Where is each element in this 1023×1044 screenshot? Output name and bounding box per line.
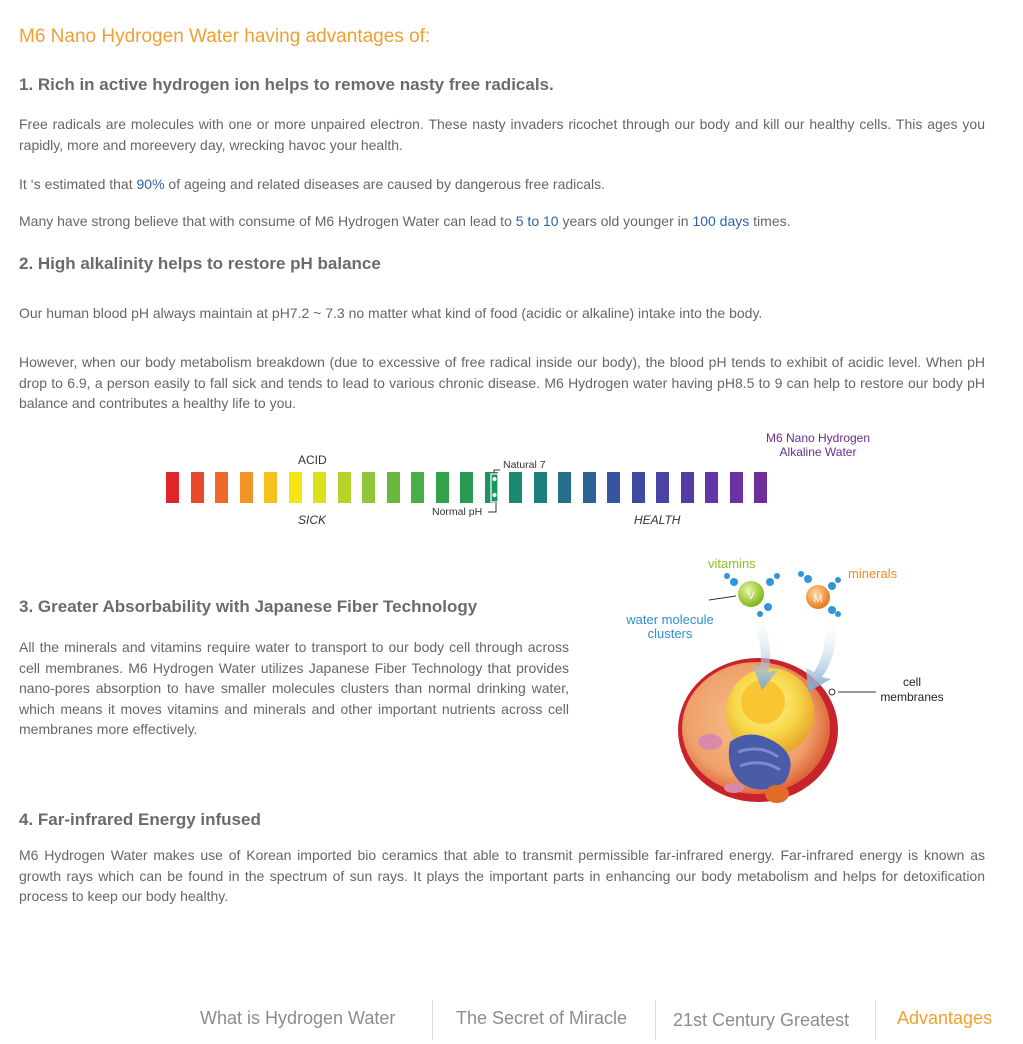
- mineral-symbol: M: [813, 593, 822, 605]
- ph-bar: [534, 472, 547, 503]
- absorption-arrow-right: [806, 617, 837, 692]
- ph-bar: [264, 472, 277, 503]
- text-fragment: times.: [749, 213, 791, 229]
- section-4-heading: 4. Far-infrared Energy infused: [19, 810, 261, 829]
- ph-bar: [289, 472, 302, 503]
- ph-marker-brackets: [488, 469, 500, 513]
- ph-bar: [460, 472, 473, 503]
- ph-bar: [240, 472, 253, 503]
- ph-bar: [215, 472, 228, 503]
- ph-bar: [362, 472, 375, 503]
- ph-bar: [411, 472, 424, 503]
- acid-label: ACID: [298, 453, 327, 467]
- ph-bar: [338, 472, 351, 503]
- sick-label: SICK: [298, 513, 327, 527]
- ph-bar: [191, 472, 204, 503]
- highlight-years: 5 to 10: [515, 213, 559, 229]
- ph-bar: [681, 472, 694, 503]
- section-1-paragraph-3: Many have strong believe that with consu…: [19, 211, 985, 232]
- cell-illustration: V M vitamins minerals water molecule clu…: [625, 556, 944, 803]
- water-clusters-label-1: water molecule: [625, 612, 713, 627]
- nav-what-is-hydrogen-water[interactable]: What is Hydrogen Water: [200, 1008, 396, 1028]
- mineral-molecule: [806, 585, 830, 609]
- m6-label-line-2: Alkaline Water: [779, 445, 857, 459]
- ph-bar: [387, 472, 400, 503]
- text-fragment: Many have strong believe that with consu…: [19, 213, 516, 229]
- m6-label-line-1: M6 Nano Hydrogen: [765, 431, 871, 445]
- ph-bar: [656, 472, 669, 503]
- cell-label-1: cell: [903, 675, 921, 689]
- page-title: M6 Nano Hydrogen Water having advantages…: [19, 26, 431, 47]
- minerals-label: minerals: [848, 566, 898, 581]
- section-1-paragraph-1: Free radicals are molecules with one or …: [19, 116, 985, 153]
- vitamin-symbol: V: [747, 590, 755, 602]
- nav-divider: [655, 1000, 656, 1040]
- ph-bar: [730, 472, 743, 503]
- section-1-paragraph-2: It ‘s estimated that 90% of ageing and r…: [19, 174, 985, 195]
- section-2-paragraph-2: However, when our body metabolism breakd…: [19, 354, 985, 411]
- ph-bar: [166, 472, 179, 503]
- ph-bar: [583, 472, 596, 503]
- vitamin-molecule: [738, 581, 764, 607]
- section-3-heading: 3. Greater Absorbability with Japanese F…: [19, 597, 478, 616]
- cell-label-2: membranes: [880, 690, 943, 704]
- text-fragment: It ‘s estimated that: [19, 176, 137, 192]
- ph-bar: [509, 472, 522, 503]
- m6-alkaline-label: M6 Nano Hydrogen Alkaline Water: [756, 431, 880, 459]
- absorption-arrow-left: [752, 612, 778, 690]
- nav-secret-of-miracle[interactable]: The Secret of Miracle: [456, 1008, 628, 1028]
- section-1-heading: 1. Rich in active hydrogen ion helps to …: [19, 75, 554, 94]
- water-clusters-label-2: clusters: [648, 626, 693, 641]
- health-label: HEALTH: [634, 513, 681, 527]
- nav-21st-century-greatest[interactable]: 21st Century Greatest: [673, 1010, 850, 1030]
- ph-bar: [313, 472, 326, 503]
- section-2-heading: 2. High alkalinity helps to restore pH b…: [19, 254, 381, 273]
- highlight-days: 100 days: [692, 213, 750, 229]
- highlight-percent: 90%: [136, 176, 165, 192]
- section-2-paragraph-1: Our human blood pH always maintain at pH…: [19, 305, 763, 321]
- ph-bar: [436, 472, 449, 503]
- section-4-paragraph: M6 Hydrogen Water makes use of Korean im…: [19, 847, 985, 904]
- ph-bar: [705, 472, 718, 503]
- section-3-paragraph: All the minerals and vitamins require wa…: [19, 639, 569, 737]
- nav-advantages[interactable]: Advantages: [897, 1008, 993, 1028]
- text-fragment: of ageing and related diseases are cause…: [164, 176, 606, 192]
- ph-bar: [754, 472, 767, 503]
- normal-ph-label: Normal pH: [432, 506, 483, 518]
- ph-bar: [632, 472, 645, 503]
- natural-7-label: Natural 7: [503, 459, 546, 471]
- vitamins-label: vitamins: [708, 556, 756, 571]
- ph-bar: [558, 472, 571, 503]
- text-fragment: years old younger in: [558, 213, 693, 229]
- ph-bar: [607, 472, 620, 503]
- nav-divider: [432, 1000, 433, 1040]
- nav-divider: [875, 1000, 876, 1040]
